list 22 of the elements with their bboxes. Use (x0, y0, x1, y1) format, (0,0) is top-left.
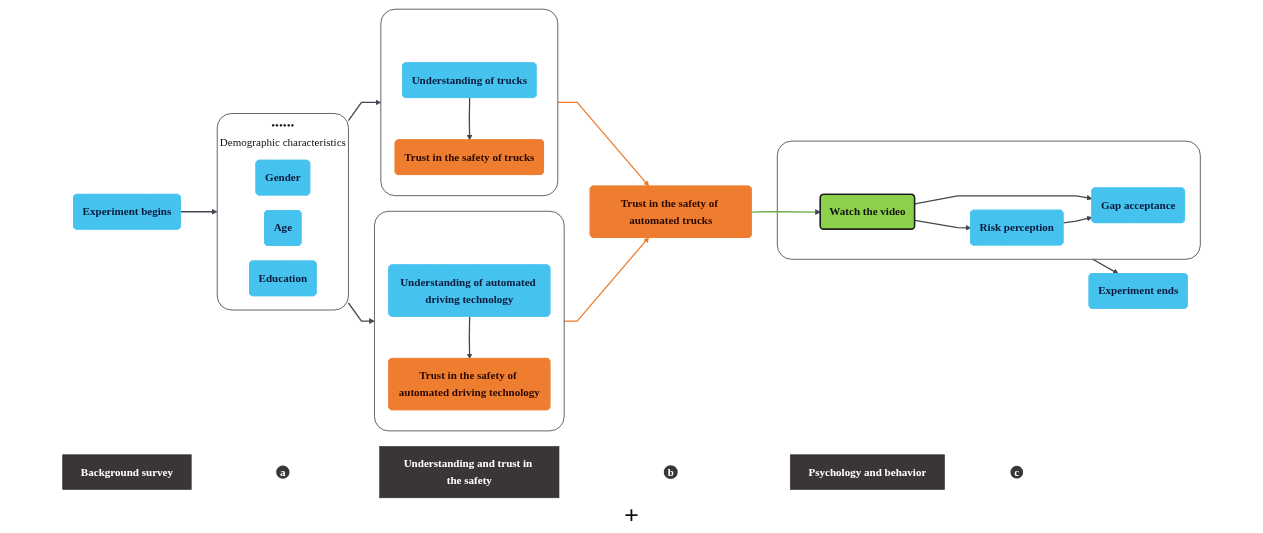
arrow (751, 209, 821, 215)
arrow (914, 194, 1093, 205)
arrow (347, 99, 382, 122)
arrow (1062, 215, 1093, 224)
arrow (914, 219, 972, 231)
node-box: Psychology and behavior (789, 454, 945, 490)
cluster (380, 8, 559, 196)
arrow (466, 97, 473, 141)
node-box: Background survey (62, 454, 192, 490)
node-box: Understanding and trust in the safety (379, 446, 560, 499)
node-circle: c (1009, 464, 1025, 480)
arrow (347, 302, 375, 324)
arrow (557, 101, 650, 187)
node-circle: a (274, 464, 291, 481)
arrow (563, 237, 650, 322)
arrow (179, 208, 218, 215)
arrow (466, 315, 473, 359)
arrow (1092, 258, 1119, 275)
cluster (776, 140, 1201, 260)
node-circle: b (662, 463, 679, 481)
cluster (374, 210, 565, 432)
plus-sign: + (624, 503, 639, 529)
